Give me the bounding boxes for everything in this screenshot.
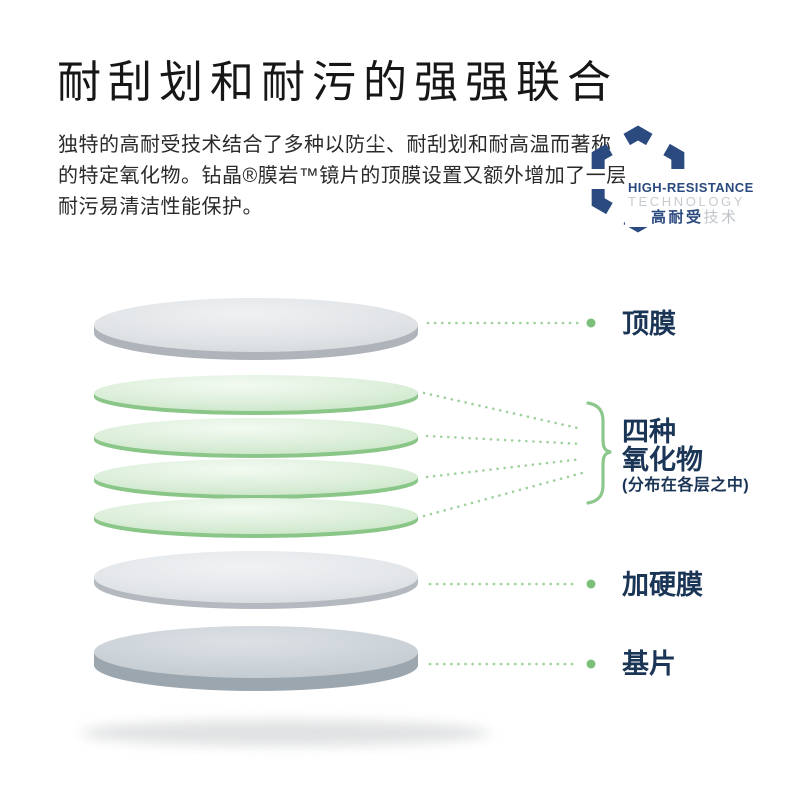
- label-oxides: 四种 氧化物: [622, 418, 703, 474]
- intro-line-1: 独特的高耐受技术结合了多种以防尘、耐刮划和耐高温而著称: [58, 134, 612, 156]
- disc-oxide-2: [94, 418, 418, 458]
- disc-top-film: [94, 298, 418, 360]
- leader-end-dots: [586, 318, 596, 669]
- oxides-brace: [586, 401, 612, 505]
- disc-oxide-4: [94, 498, 418, 538]
- disc-oxide-3: [94, 459, 418, 499]
- disc-oxide-1: [94, 375, 418, 415]
- label-oxides-line2: 氧化物: [622, 445, 703, 475]
- logo-subtitle: TECHNOLOGY: [628, 194, 746, 209]
- disc-hard-coat: [94, 551, 418, 609]
- label-top-film: 顶膜: [622, 309, 676, 339]
- label-oxides-line1: 四种: [622, 417, 676, 447]
- lens-layers-diagram: [80, 298, 612, 746]
- leader-oxide-3: [425, 457, 584, 479]
- logo-chinese-light: 技术: [703, 209, 739, 226]
- floor-shadow: [80, 720, 490, 746]
- leader-oxide-4: [422, 471, 584, 518]
- logo-chinese-strong: 高耐受: [651, 209, 704, 226]
- intro-paragraph: 独特的高耐受技术结合了多种以防尘、耐刮划和耐高温而著称 的特定氧化物。钻晶®膜岩…: [58, 130, 627, 223]
- label-oxides-note: (分布在各层之中): [622, 477, 750, 494]
- leader-oxide-1: [422, 391, 584, 431]
- dotted-leader-lines: [422, 321, 584, 666]
- logo-chinese-title: 高耐受技术: [651, 210, 754, 225]
- dot-substrate: [586, 659, 596, 669]
- disc-substrate: [94, 626, 418, 691]
- leader-oxide-2: [425, 434, 584, 446]
- label-substrate: 基片: [622, 649, 676, 679]
- logo-text: HIGH-RESISTANCE TECHNOLOGY 高耐受技术: [625, 179, 758, 227]
- intro-line-3: 耐污易清洁性能保护。: [58, 196, 263, 218]
- label-hard-coat: 加硬膜: [622, 570, 703, 600]
- logo-title: HIGH-RESISTANCE: [628, 180, 754, 195]
- high-resistance-logo: HIGH-RESISTANCE TECHNOLOGY 高耐受技术: [578, 119, 788, 244]
- dot-top-film: [586, 318, 596, 328]
- page-title: 耐刮划和耐污的强强联合: [57, 58, 618, 107]
- intro-line-2: 的特定氧化物。钻晶®膜岩™镜片的顶膜设置又额外增加了一层: [58, 165, 627, 187]
- dot-hard-coat: [586, 579, 596, 589]
